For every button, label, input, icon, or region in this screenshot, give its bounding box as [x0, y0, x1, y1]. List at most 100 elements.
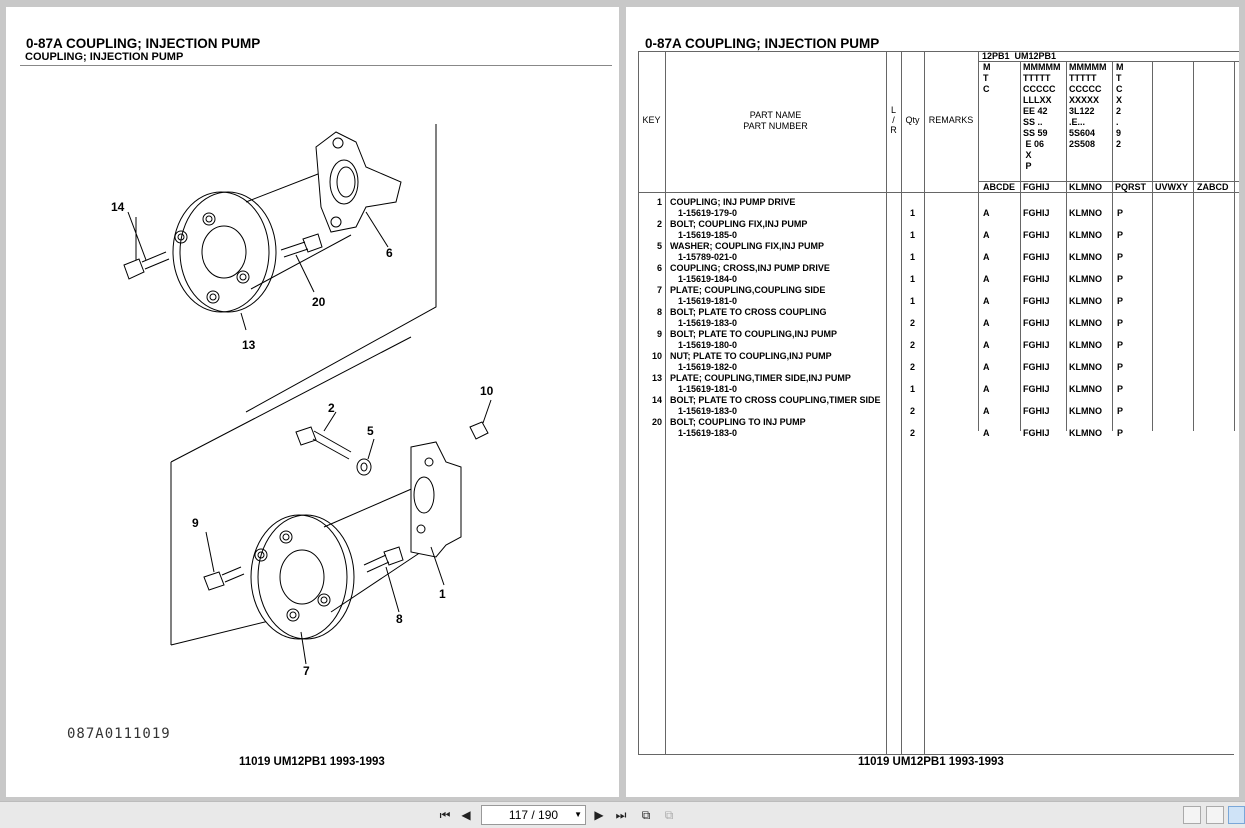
callout-20: 20 [312, 295, 326, 309]
callout-5: 5 [367, 424, 374, 438]
filter-3: KLMNO [1069, 182, 1102, 192]
row-code-4: P [1117, 318, 1124, 328]
row-part-number: 1-15619-183-0 [678, 428, 738, 438]
page-footer: 11019 UM12PB1 1993-1993 [858, 756, 1004, 768]
row-code-2: FGHIJ [1023, 274, 1050, 284]
row-part-name: PLATE; COUPLING,COUPLING SIDE [670, 285, 826, 295]
page-title: 0-87A COUPLING; INJECTION PUMP [26, 36, 261, 51]
model-code-2: MMMMM TTTTT CCCCC LLLXX EE 42 SS .. SS 5… [1023, 62, 1061, 171]
row-qty: 2 [909, 318, 915, 328]
row-code-1: A [983, 340, 990, 350]
row-code-3: KLMNO [1069, 362, 1102, 372]
callout-1: 1 [439, 587, 446, 601]
row-code-3: KLMNO [1069, 274, 1102, 284]
continuous-view-icon[interactable] [1206, 806, 1224, 824]
filter-2: FGHIJ [1023, 182, 1050, 192]
header-remarks: REMARKS [928, 115, 974, 125]
row-code-4: P [1117, 252, 1124, 262]
page-subtitle: COUPLING; INJECTION PUMP [25, 51, 184, 63]
row-part-name: COUPLING; INJ PUMP DRIVE [670, 197, 796, 207]
callout-8: 8 [396, 612, 403, 626]
page-number-select[interactable]: 117 / 190 ▼ [481, 805, 586, 825]
row-part-number: 1-15619-181-0 [678, 296, 738, 306]
row-part-number: 1-15619-185-0 [678, 230, 738, 240]
prev-page-icon[interactable]: ◀ [461, 808, 471, 822]
row-part-name: BOLT; COUPLING FIX,INJ PUMP [670, 219, 808, 229]
row-code-4: P [1117, 230, 1124, 240]
row-part-name: BOLT; PLATE TO COUPLING,INJ PUMP [670, 329, 838, 339]
title-rule [20, 65, 612, 66]
row-code-2: FGHIJ [1023, 406, 1050, 416]
callout-9: 9 [192, 516, 199, 530]
row-part-number: 1-15619-180-0 [678, 340, 738, 350]
row-part-number: 1-15789-021-0 [678, 252, 738, 262]
row-qty: 2 [909, 406, 915, 416]
page-indicator: 117 / 190 [508, 808, 559, 822]
row-code-2: FGHIJ [1023, 318, 1050, 328]
row-part-name: NUT; PLATE TO COUPLING,INJ PUMP [670, 351, 832, 361]
row-key: 2 [656, 219, 662, 229]
row-code-1: A [983, 318, 990, 328]
next-page-icon[interactable]: ▶ [594, 808, 604, 822]
last-page-icon[interactable]: ⏭ [615, 807, 627, 822]
chevron-down-icon: ▼ [574, 810, 582, 819]
row-code-3: KLMNO [1069, 428, 1102, 438]
row-code-1: A [983, 406, 990, 416]
row-qty: 2 [909, 340, 915, 350]
callout-10: 10 [480, 384, 494, 398]
two-page-view-icon[interactable]: ⧉ [641, 807, 651, 822]
row-key: 1 [656, 197, 662, 207]
row-key: 10 [651, 351, 662, 361]
facing-view-icon[interactable] [1228, 806, 1245, 824]
row-code-2: FGHIJ [1023, 208, 1050, 218]
row-qty: 1 [909, 274, 915, 284]
row-code-1: A [983, 274, 990, 284]
row-code-4: P [1117, 406, 1124, 416]
row-code-2: FGHIJ [1023, 428, 1050, 438]
figure-code: 087A0111019 [67, 726, 171, 742]
row-code-4: P [1117, 384, 1124, 394]
row-code-4: P [1117, 296, 1124, 306]
filter-4: PQRST [1115, 182, 1147, 192]
row-part-number: 1-15619-181-0 [678, 384, 738, 394]
row-code-1: A [983, 384, 990, 394]
row-part-number: 1-15619-179-0 [678, 208, 738, 218]
single-page-view-icon[interactable] [1183, 806, 1201, 824]
row-part-number: 1-15619-183-0 [678, 318, 738, 328]
row-code-2: FGHIJ [1023, 252, 1050, 262]
row-part-number: 1-15619-183-0 [678, 406, 738, 416]
header-qty: Qty [905, 115, 920, 125]
row-key: 13 [651, 373, 662, 383]
diagram-page: 0-87A COUPLING; INJECTION PUMP COUPLING;… [6, 7, 619, 797]
row-qty: 1 [909, 208, 915, 218]
row-key: 7 [656, 285, 662, 295]
row-code-2: FGHIJ [1023, 230, 1050, 240]
first-page-icon[interactable]: ⏮ [439, 807, 451, 822]
row-key: 6 [656, 263, 662, 273]
filter-5: UVWXY [1155, 182, 1189, 192]
row-code-2: FGHIJ [1023, 296, 1050, 306]
row-code-1: A [983, 296, 990, 306]
viewer-toolbar: ⏮ ◀ 117 / 190 ▼ ▶ ⏭ ⧉ ⧉ [0, 801, 1245, 828]
fit-page-icon[interactable]: ⧉ [664, 807, 674, 822]
row-code-3: KLMNO [1069, 208, 1102, 218]
row-code-3: KLMNO [1069, 384, 1102, 394]
callout-14: 14 [111, 200, 125, 214]
header-model-group: 12PB1 UM12PB1 [982, 51, 1057, 61]
row-key: 8 [656, 307, 662, 317]
row-code-4: P [1117, 274, 1124, 284]
callout-13: 13 [242, 338, 256, 352]
row-part-name: COUPLING; CROSS,INJ PUMP DRIVE [670, 263, 830, 273]
row-qty: 1 [909, 252, 915, 262]
callout-7: 7 [303, 664, 310, 678]
row-code-3: KLMNO [1069, 406, 1102, 416]
row-code-2: FGHIJ [1023, 340, 1050, 350]
row-code-1: A [983, 230, 990, 240]
header-key: KEY [642, 115, 661, 125]
row-code-1: A [983, 252, 990, 262]
row-code-3: KLMNO [1069, 296, 1102, 306]
filter-6: ZABCD [1197, 182, 1229, 192]
row-qty: 2 [909, 428, 915, 438]
row-part-name: BOLT; PLATE TO CROSS COUPLING [670, 307, 827, 317]
row-code-2: FGHIJ [1023, 384, 1050, 394]
